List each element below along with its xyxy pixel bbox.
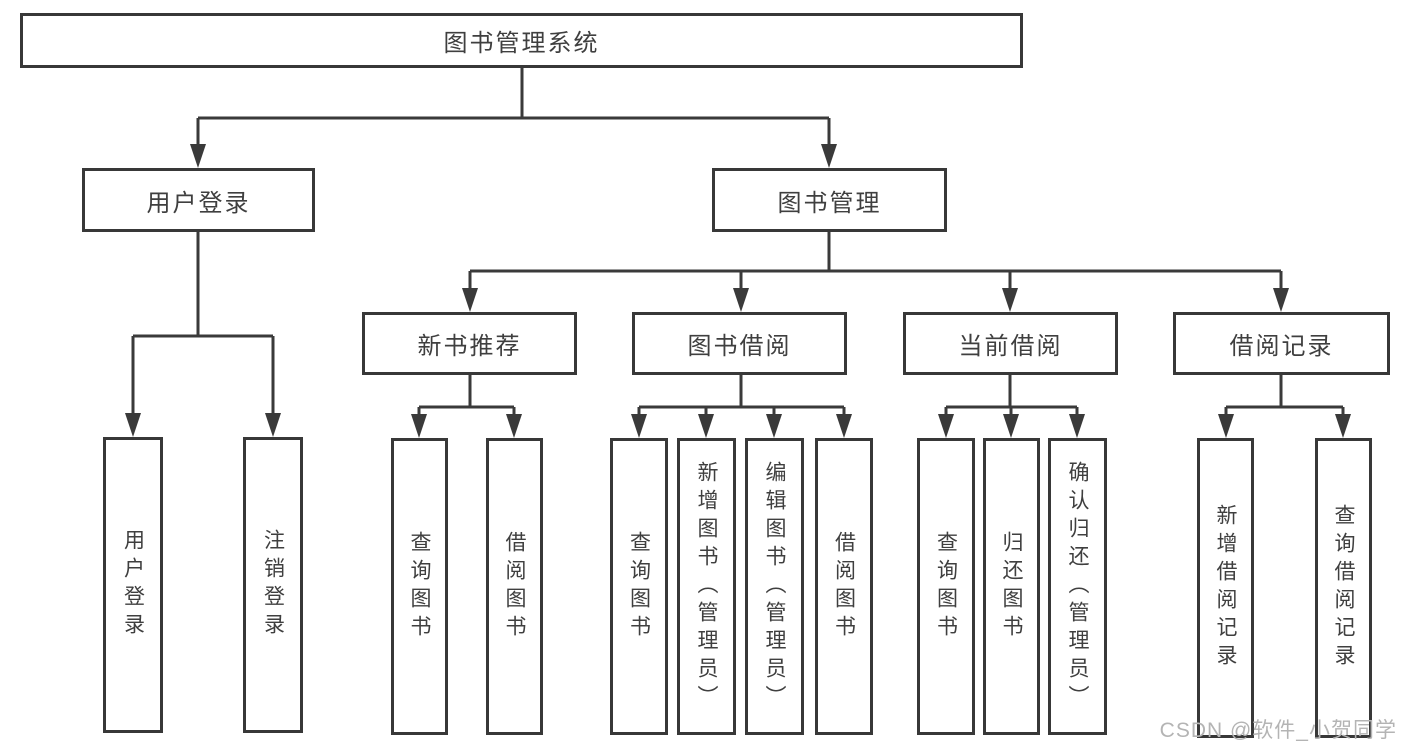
edge-borrowing-records-to-leaves bbox=[1218, 375, 1351, 438]
leaf-query-borrow-record-label: 查询借阅记录 bbox=[1332, 504, 1356, 672]
node-new-book-recommend: 新书推荐 bbox=[362, 312, 577, 375]
edge-book-management-to-level3 bbox=[462, 232, 1289, 312]
leaf-query-books-2-label: 查询图书 bbox=[627, 530, 651, 643]
edge-root-to-level2 bbox=[190, 66, 837, 168]
leaf-return-books-label: 归还图书 bbox=[1000, 530, 1024, 643]
node-root-label: 图书管理系统 bbox=[443, 30, 600, 57]
node-book-management: 图书管理 bbox=[712, 168, 947, 232]
leaf-query-books-3-label: 查询图书 bbox=[934, 530, 958, 643]
leaf-confirm-return-admin-label: 确认归还（管理员） bbox=[1066, 460, 1090, 713]
leaf-query-books-1-label: 查询图书 bbox=[408, 530, 432, 643]
node-user-login-label: 用户登录 bbox=[146, 189, 251, 217]
leaf-borrow-books-1: 借阅图书 bbox=[486, 438, 543, 735]
leaf-add-books-admin: 新增图书（管理员） bbox=[677, 438, 736, 735]
leaf-query-borrow-record: 查询借阅记录 bbox=[1315, 438, 1372, 738]
node-current-borrowing-label: 当前借阅 bbox=[958, 333, 1063, 360]
node-book-borrowing: 图书借阅 bbox=[632, 312, 847, 375]
leaf-add-borrow-record: 新增借阅记录 bbox=[1197, 438, 1254, 738]
edge-current-borrowing-to-leaves bbox=[938, 375, 1085, 438]
leaf-edit-books-admin: 编辑图书（管理员） bbox=[745, 438, 804, 735]
node-borrowing-records: 借阅记录 bbox=[1173, 312, 1390, 375]
node-current-borrowing: 当前借阅 bbox=[903, 312, 1118, 375]
leaf-logout: 注销登录 bbox=[243, 437, 303, 733]
leaf-query-books-2: 查询图书 bbox=[610, 438, 668, 735]
leaf-borrow-books-1-label: 借阅图书 bbox=[503, 530, 527, 643]
node-root: 图书管理系统 bbox=[20, 13, 1023, 68]
leaf-user-login-label: 用户登录 bbox=[121, 529, 145, 641]
leaf-borrow-books-2: 借阅图书 bbox=[815, 438, 873, 735]
node-new-book-recommend-label: 新书推荐 bbox=[417, 333, 522, 360]
edge-user-login-to-leaves bbox=[125, 232, 281, 437]
node-book-management-label: 图书管理 bbox=[777, 189, 882, 217]
csdn-watermark: CSDN @软件_小贺同学 bbox=[1159, 719, 1397, 742]
leaf-return-books: 归还图书 bbox=[983, 438, 1040, 735]
leaf-add-books-admin-label: 新增图书（管理员） bbox=[695, 460, 719, 713]
leaf-borrow-books-2-label: 借阅图书 bbox=[832, 530, 856, 643]
leaf-query-books-3: 查询图书 bbox=[917, 438, 975, 735]
node-book-borrowing-label: 图书借阅 bbox=[687, 333, 792, 360]
node-user-login: 用户登录 bbox=[82, 168, 315, 232]
leaf-confirm-return-admin: 确认归还（管理员） bbox=[1048, 438, 1107, 735]
leaf-query-books-1: 查询图书 bbox=[391, 438, 448, 735]
leaf-edit-books-admin-label: 编辑图书（管理员） bbox=[763, 460, 787, 713]
leaf-user-login: 用户登录 bbox=[103, 437, 163, 733]
leaf-add-borrow-record-label: 新增借阅记录 bbox=[1214, 504, 1238, 672]
edge-book-borrowing-to-leaves bbox=[631, 375, 852, 438]
edge-new-book-recommend-to-leaves bbox=[411, 375, 522, 438]
node-borrowing-records-label: 借阅记录 bbox=[1229, 333, 1334, 360]
leaf-logout-label: 注销登录 bbox=[261, 529, 285, 641]
